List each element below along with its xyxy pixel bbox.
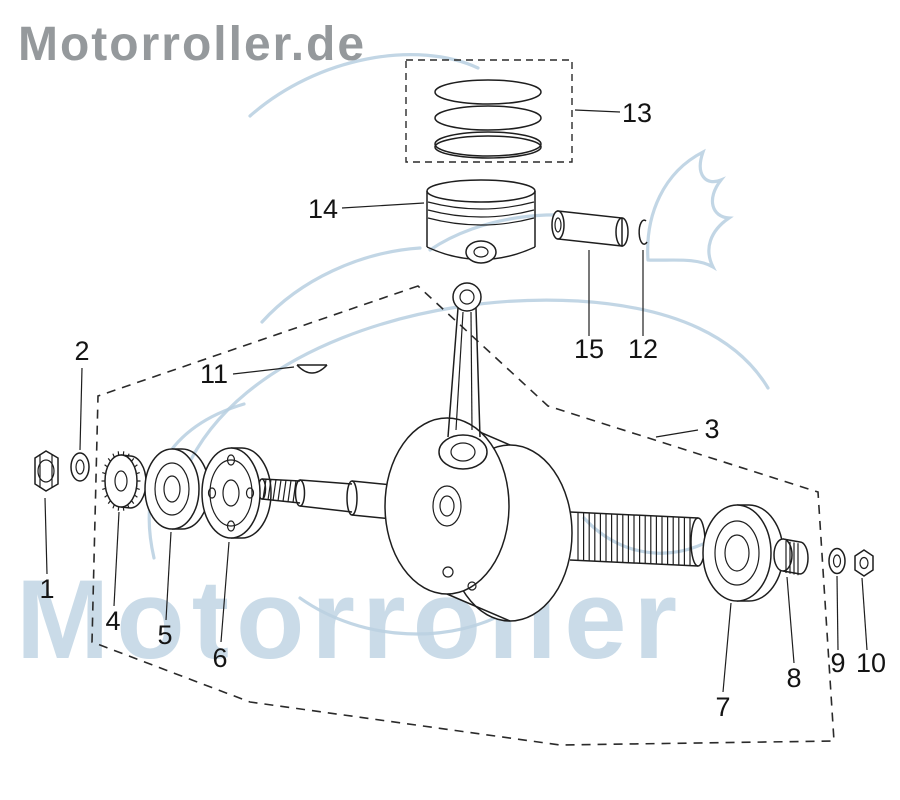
part-label-10: 10 <box>856 648 886 678</box>
leader-line-6 <box>220 541 230 643</box>
crank-right-shaft-splines <box>569 511 721 567</box>
collar-hatch <box>785 541 799 576</box>
scooter-watermark-drawing: Motorroller <box>16 53 770 682</box>
leader-line-7 <box>722 602 732 693</box>
part-label-4: 4 <box>105 606 120 636</box>
part-nut-10 <box>854 549 874 577</box>
part-label-5: 5 <box>157 620 172 650</box>
piston-ring-set <box>405 59 573 163</box>
part-label-15: 15 <box>574 334 604 364</box>
part-piston <box>426 179 536 264</box>
part-label-9: 9 <box>830 648 845 678</box>
leader-line-2 <box>79 367 83 451</box>
part-label-14: 14 <box>308 194 338 224</box>
part-woodruff-key-11 <box>296 364 328 374</box>
leader-line-11 <box>232 366 295 375</box>
part-circlip <box>638 219 648 245</box>
part-label-1: 1 <box>39 574 54 604</box>
part-bearing-5 <box>144 448 210 530</box>
leader-line-8 <box>786 576 795 664</box>
connecting-rod <box>438 282 488 470</box>
leader-line-14 <box>341 202 425 209</box>
leader-line-3 <box>655 429 699 438</box>
leader-lines <box>44 109 868 693</box>
leader-line-10 <box>861 577 868 651</box>
thread-hatch <box>262 479 297 503</box>
part-labels: 1 2 3 4 5 6 7 8 9 10 11 12 13 14 15 <box>39 98 886 722</box>
part-label-7: 7 <box>715 692 730 722</box>
leader-line-4 <box>113 511 120 607</box>
leader-line-9 <box>836 575 839 651</box>
part-washer-9 <box>828 547 846 575</box>
part-label-2: 2 <box>74 336 89 366</box>
leader-line-5 <box>165 531 172 621</box>
part-label-8: 8 <box>786 663 801 693</box>
part-bearing-plate-6 <box>201 447 272 539</box>
part-piston-pin <box>551 210 629 247</box>
part-nut-1 <box>34 450 59 492</box>
leader-line-13 <box>574 109 621 113</box>
part-label-3: 3 <box>704 414 719 444</box>
spline-hatch <box>577 512 691 566</box>
part-label-11: 11 <box>200 359 228 389</box>
part-gear-collar-4 <box>101 451 147 511</box>
part-bearing-7 <box>702 504 784 602</box>
part-label-13: 13 <box>622 98 652 128</box>
bottom-brand-watermark: Motorroller <box>16 557 684 682</box>
part-label-6: 6 <box>212 643 227 673</box>
part-label-12: 12 <box>628 334 658 364</box>
part-washer-2 <box>70 452 90 482</box>
part-splined-collar-8 <box>773 538 809 576</box>
ring-set-dashed-box <box>405 59 573 163</box>
assembly-boundary-dashed <box>91 285 835 746</box>
top-brand-watermark: Motorroller.de <box>18 18 366 71</box>
leader-line-1 <box>44 497 48 575</box>
gear-teeth-hatch <box>101 451 141 511</box>
